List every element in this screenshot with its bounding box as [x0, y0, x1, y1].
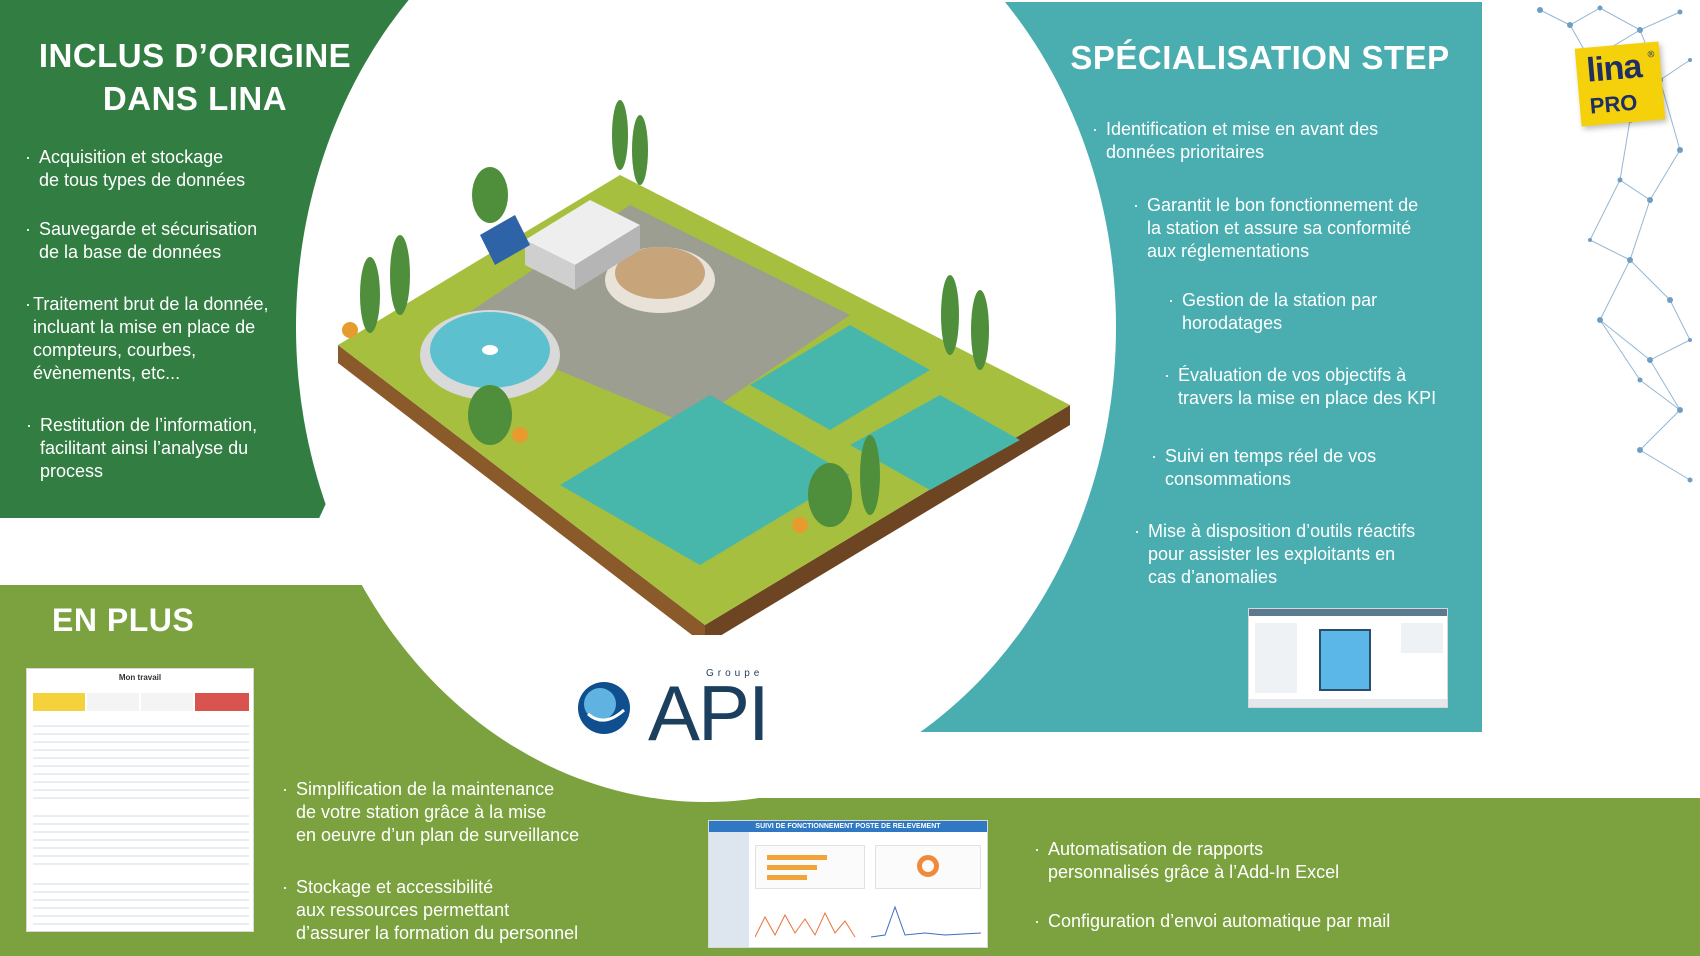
lina-logo-pro: PRO	[1588, 89, 1639, 119]
api-globe-icon	[578, 682, 630, 734]
right-panel-title: SPÉCIALISATION STEP	[1070, 39, 1450, 76]
bottom-bullet: · Simplification de la maintenance de vo…	[282, 779, 580, 845]
report-screenshot-title: SUIVI DE FONCTIONNEMENT POSTE DE RELEVEM…	[709, 821, 987, 832]
right-bullet: · Suivi en temps réel de vos consommatio…	[1151, 446, 1377, 489]
right-bullet: · Évaluation de vos objectifs à travers …	[1164, 365, 1437, 408]
lina-pro-logo: lina ® PRO	[1574, 41, 1666, 127]
left-bullet: · Restitution de l’information, facilita…	[26, 415, 258, 481]
right-bullet: · Gestion de la station par horodatages	[1168, 290, 1378, 333]
bottom-bullet: · Stockage et accessibilité aux ressourc…	[282, 877, 579, 943]
bottom-bullet: · Automatisation de rapports personnalis…	[1034, 839, 1340, 882]
left-bullet: · Acquisition et stockage de tous types …	[25, 147, 246, 190]
right-bullet: · Identification et mise en avant des do…	[1092, 119, 1379, 162]
api-groupe-label: Groupe	[706, 668, 764, 679]
work-screenshot-title: Mon travail	[118, 673, 162, 682]
lina-logo-registered: ®	[1646, 49, 1657, 61]
report-screenshot-thumbnail: SUIVI DE FONCTIONNEMENT POSTE DE RELEVEM…	[708, 820, 988, 948]
left-bullet: · Sauvegarde et sécurisation de la base …	[25, 219, 258, 262]
work-screenshot-thumbnail: Mon travail	[26, 668, 254, 932]
tank-screenshot-thumbnail	[1248, 608, 1448, 708]
left-title-line-1: INCLUS D’ORIGINE	[38, 37, 352, 74]
left-title-line-2: DANS LINA	[102, 80, 288, 117]
api-logo-text: API	[648, 669, 770, 757]
right-bullet: · Garantit le bon fonctionnement de la s…	[1133, 195, 1419, 261]
bottom-bullet: · Configuration d’envoi automatique par …	[1034, 911, 1391, 931]
wastewater-plant-illustration	[338, 100, 1070, 635]
bottom-panel-title: EN PLUS	[52, 602, 195, 638]
lina-logo-text: lina	[1585, 47, 1643, 90]
left-bullet: · Traitement brut de la donnée, incluant…	[25, 294, 269, 383]
left-panel-title: INCLUS D’ORIGINE DANS LINA	[30, 34, 360, 120]
right-bullet: · Mise à disposition d’outils réactifs p…	[1134, 521, 1416, 587]
